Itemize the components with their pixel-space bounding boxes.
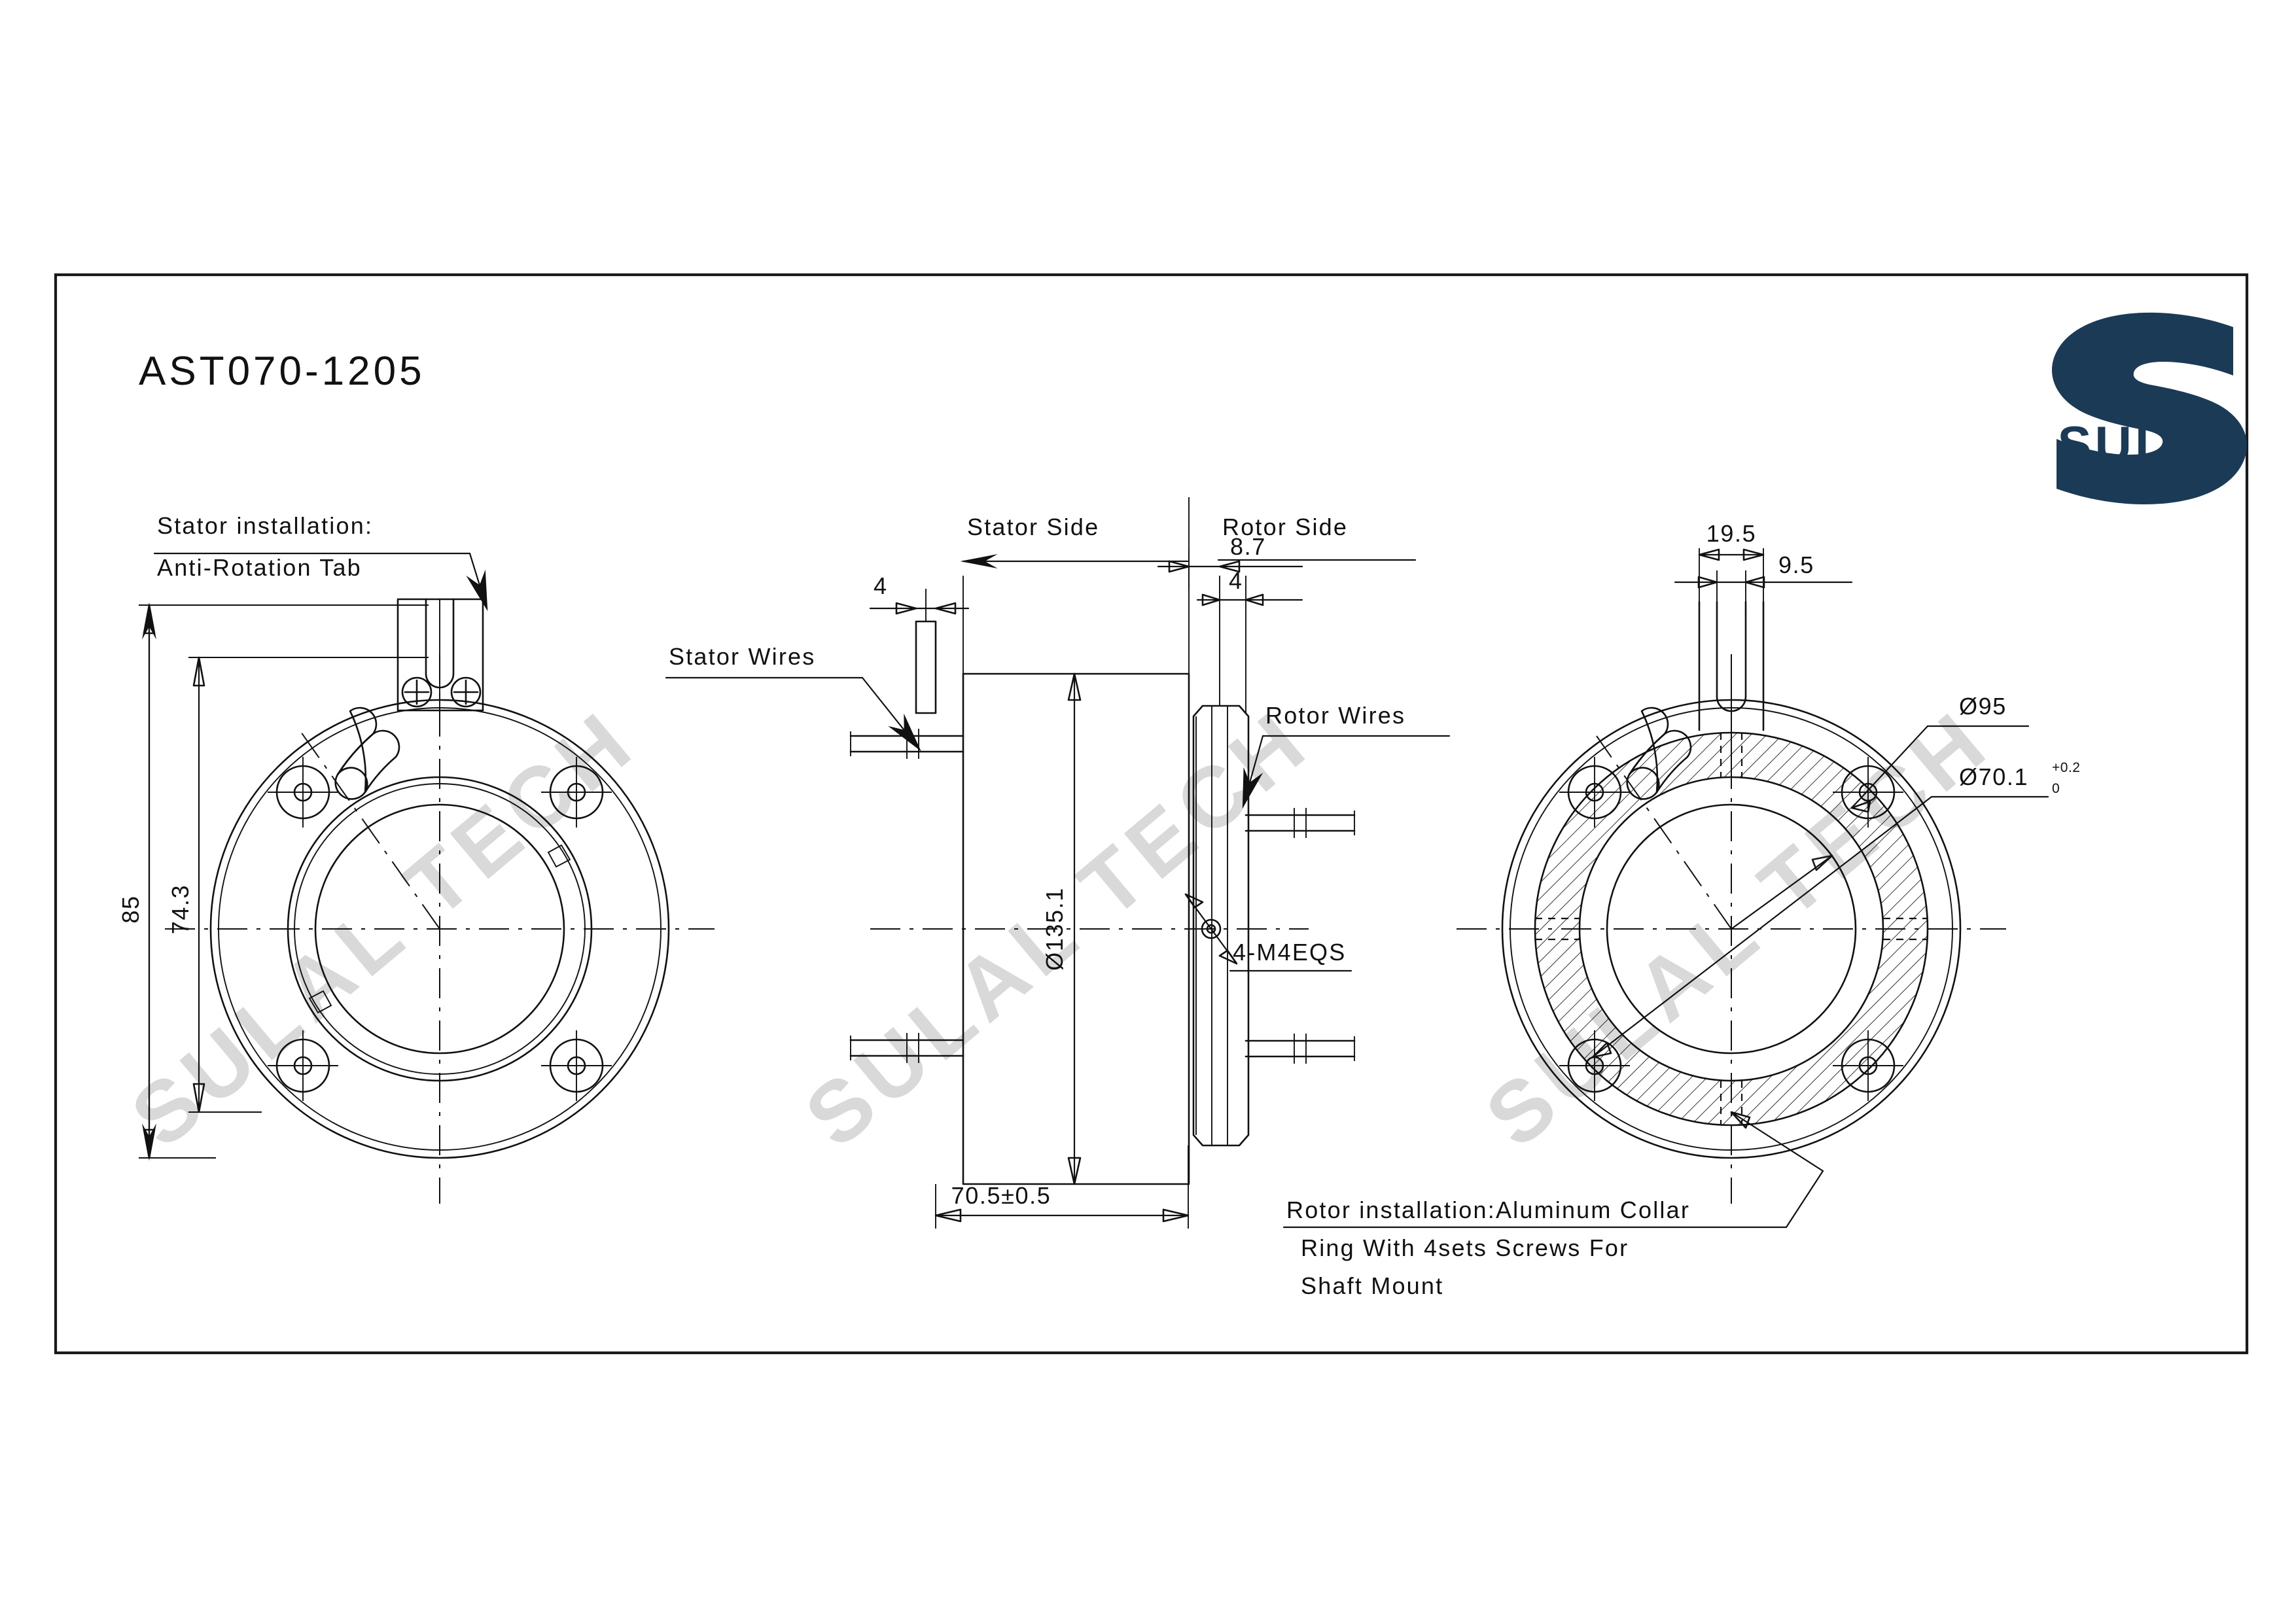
dimension-label-dia-70-1-group: Ø70.1 +0.2 0 bbox=[1959, 760, 2080, 796]
radial-centerline bbox=[1596, 735, 1732, 930]
arc-slot bbox=[1628, 707, 1669, 794]
watermark-text: SULAL TECH bbox=[114, 691, 654, 1166]
sheet-border bbox=[54, 273, 2249, 1355]
arc-slot bbox=[336, 707, 378, 794]
rotor-install-note-line2: Ring With 4sets Screws For bbox=[1301, 1234, 1629, 1261]
screw-hole-group bbox=[268, 757, 612, 1101]
middle-view bbox=[665, 497, 1451, 1229]
dimension-9-5 bbox=[1674, 570, 1853, 610]
dimension-85 bbox=[139, 602, 429, 1161]
dimension-label-8-7: 8.7 bbox=[1230, 533, 1266, 560]
screw-hole bbox=[1559, 757, 1630, 828]
rotor-wires-leader bbox=[1242, 735, 1451, 809]
stator-install-note-line2: Anti-Rotation Tab bbox=[157, 554, 362, 581]
dimension-label-9-5: 9.5 bbox=[1778, 551, 1814, 578]
screw-hole bbox=[1833, 1030, 1903, 1101]
screw-hole bbox=[1833, 757, 1903, 828]
tolerance-upper: +0.2 bbox=[2052, 760, 2080, 775]
dimension-label-70-5: 70.5±0.5 bbox=[951, 1182, 1051, 1209]
rotor-install-note-leader bbox=[1282, 1111, 1824, 1229]
dimension-4-rotor bbox=[1196, 593, 1303, 606]
text-layer: AST070-1205 Stator installation: Anti-Ro… bbox=[117, 349, 2080, 1299]
screw-hole bbox=[541, 1030, 612, 1101]
dimension-label-74-3: 74.3 bbox=[167, 884, 194, 934]
stator-wires-label: Stator Wires bbox=[669, 643, 815, 670]
dimension-4-stator bbox=[869, 602, 970, 615]
bore-circle bbox=[314, 803, 565, 1055]
stator-side-label: Stator Side bbox=[967, 514, 1099, 540]
right-view bbox=[1282, 548, 2049, 1229]
rotor-wire-bundle bbox=[1245, 808, 1356, 1064]
rotor-side-label: Rotor Side bbox=[1222, 514, 1348, 540]
key-notch bbox=[547, 844, 571, 868]
m4eqs-label: 4-M4EQS bbox=[1233, 939, 1346, 966]
rotor-fork-tab bbox=[1698, 601, 1765, 772]
bore-circle bbox=[1606, 803, 1857, 1055]
rotor-install-note-line1: Rotor installation:Aluminum Collar bbox=[1286, 1196, 1690, 1223]
dimension-label-85: 85 bbox=[117, 895, 144, 923]
screw-hole-group bbox=[1559, 757, 1903, 1101]
sulal-s-icon bbox=[2051, 312, 2247, 504]
dimension-label-dia-70-1: Ø70.1 bbox=[1959, 763, 2028, 790]
dimension-dia-135-1 bbox=[1067, 672, 1082, 1185]
dimension-19-5 bbox=[1698, 548, 1765, 608]
brand-name: SULAL bbox=[2058, 415, 2244, 473]
dimension-label-dia-95: Ø95 bbox=[1959, 693, 2007, 720]
left-view bbox=[139, 552, 715, 1204]
rotor-install-note-line3: Shaft Mount bbox=[1301, 1272, 1443, 1299]
screw-hole bbox=[268, 1030, 338, 1101]
brand-logo: SULAL bbox=[2051, 312, 2247, 504]
stator-wires-leader bbox=[665, 676, 921, 752]
stator-install-note-leader bbox=[153, 552, 488, 612]
screw-hole bbox=[268, 757, 338, 828]
dia70-leader bbox=[1591, 795, 2049, 1058]
stator-install-note-line1: Stator installation: bbox=[157, 512, 373, 539]
dia95-leader bbox=[1850, 725, 2030, 813]
dimension-8-7 bbox=[1157, 560, 1303, 573]
key-notch bbox=[308, 990, 332, 1014]
stator-tab bbox=[915, 620, 937, 714]
dimension-74-3 bbox=[188, 656, 429, 1113]
dimension-label-dia-135-1: Ø135.1 bbox=[1041, 887, 1068, 971]
m4-screw-marker bbox=[1184, 893, 1238, 965]
screw-hole bbox=[541, 757, 612, 828]
tolerance-lower: 0 bbox=[2052, 781, 2060, 796]
dimension-label-19-5: 19.5 bbox=[1706, 520, 1756, 547]
screw-hole bbox=[1559, 1030, 1630, 1101]
page-title: AST070-1205 bbox=[139, 349, 425, 394]
rotor-plate bbox=[1192, 705, 1250, 1147]
phillips-screw bbox=[450, 676, 482, 708]
radial-centerline bbox=[297, 727, 440, 930]
phillips-screw bbox=[401, 676, 433, 708]
dimension-70-5 bbox=[934, 1145, 1190, 1229]
anti-rotation-tab bbox=[397, 598, 484, 712]
dimension-label-4-rotor: 4 bbox=[1229, 567, 1243, 594]
dimension-label-4-stator: 4 bbox=[874, 572, 888, 599]
rotor-wires-label: Rotor Wires bbox=[1265, 702, 1405, 729]
